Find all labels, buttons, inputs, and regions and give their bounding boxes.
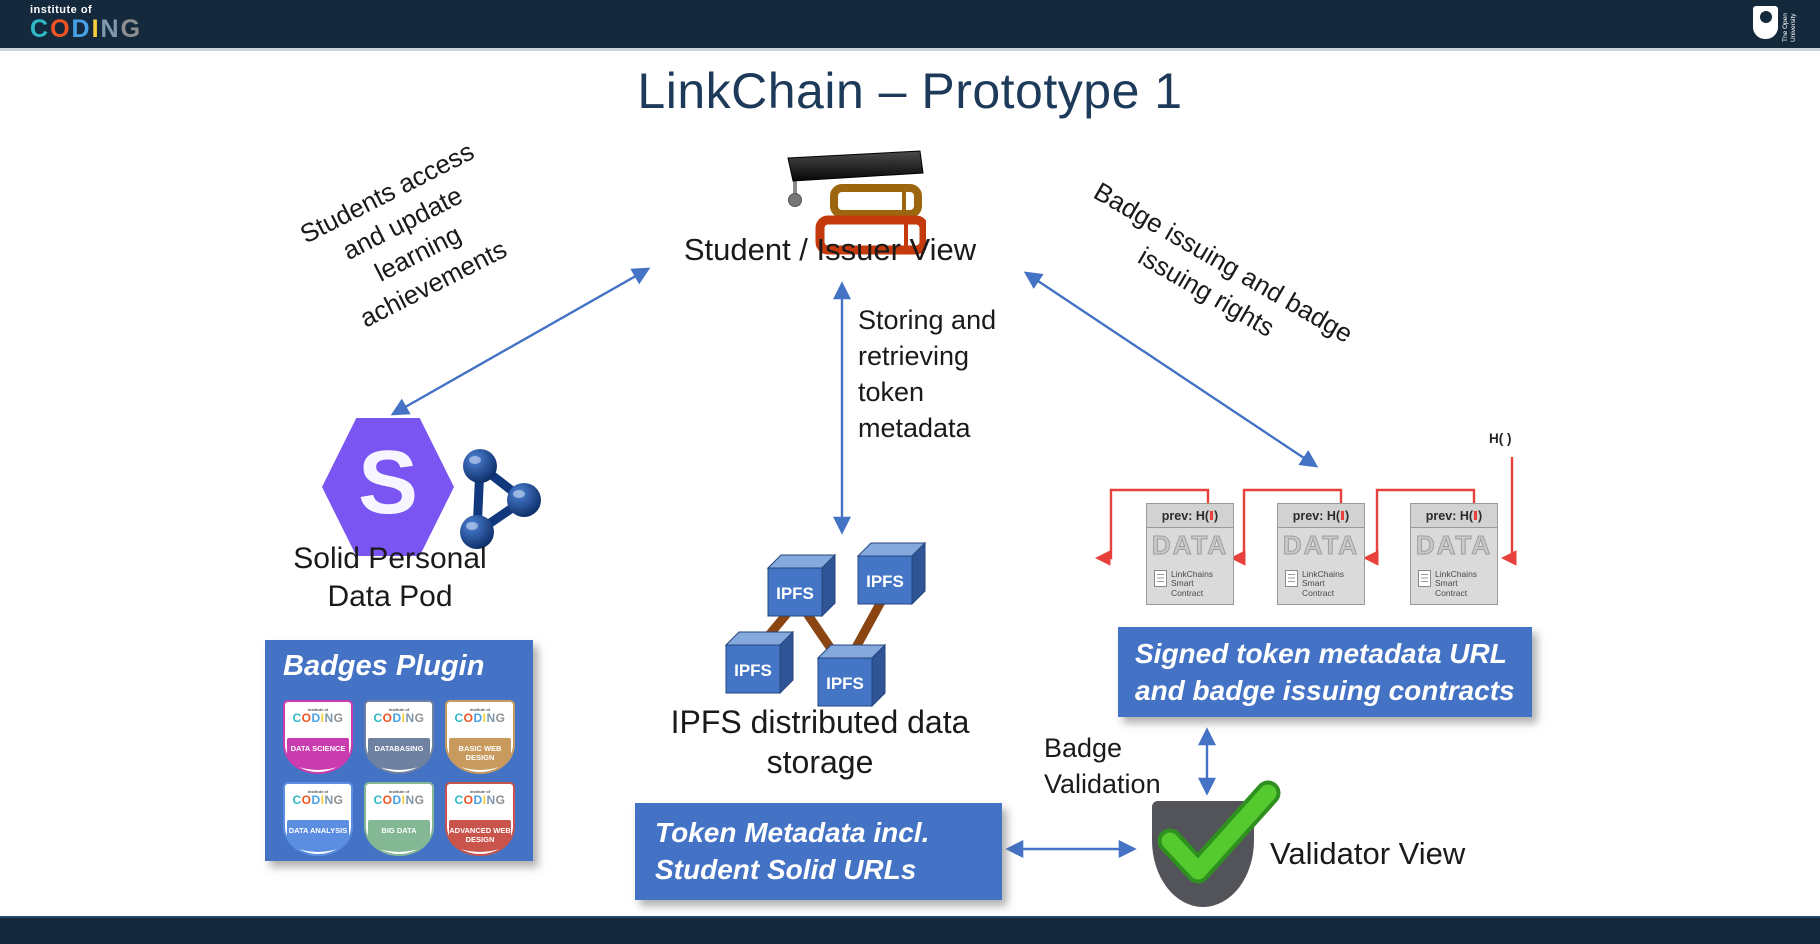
- chain-hash-arrow: [1500, 457, 1517, 566]
- badge-coding-logo: CODING: [373, 711, 425, 725]
- badge-data-science: institute of CODING DATA SCIENCE: [283, 700, 353, 774]
- label-storing-retrieving: Storing and retrieving token metadata: [858, 305, 997, 443]
- token-metadata-box: Token Metadata incl. Student Solid URLs: [635, 803, 1002, 900]
- chain-block: prev: H() DATA LinkChains Smart Contract: [1410, 503, 1498, 605]
- ipfs-cube: IPFS: [856, 541, 927, 606]
- label-students-access: Students access and update learning achi…: [295, 135, 512, 334]
- svg-text:IPFS: IPFS: [866, 572, 904, 591]
- badge-coding-logo: CODING: [454, 793, 506, 807]
- chain-block: prev: H() DATA LinkChains Smart Contract: [1146, 503, 1234, 605]
- page-title: LinkChain – Prototype 1: [637, 63, 1183, 119]
- badge-coding-logo: CODING: [292, 793, 344, 807]
- contract-label: LinkChains Smart Contract: [1302, 568, 1345, 599]
- hash-dot-icon: [1474, 511, 1478, 520]
- contract-label: LinkChains Smart Contract: [1171, 568, 1214, 599]
- signed-contracts-box: Signed token metadata URL and badge issu…: [1118, 627, 1532, 717]
- block-prev-hash: prev: H(): [1411, 504, 1497, 528]
- rdf-graph-icon: [460, 449, 541, 549]
- smart-contract: LinkChains Smart Contract: [1285, 568, 1345, 599]
- badge-coding-logo: CODING: [292, 711, 344, 725]
- badges-plugin-title: Badges Plugin: [283, 650, 485, 682]
- badge-data-analysis: institute of CODING DATA ANALYSIS: [283, 782, 353, 856]
- ioc-small-text: institute of: [30, 4, 93, 16]
- contract-label: LinkChains Smart Contract: [1435, 568, 1478, 599]
- student-issuer-view-label: Student / Issuer View: [683, 232, 977, 267]
- ipfs-cube: IPFS: [816, 643, 887, 708]
- validator-shield-icon: [1152, 780, 1281, 907]
- badge-coding-logo: CODING: [373, 793, 425, 807]
- ou-circle-icon: [1759, 11, 1772, 23]
- solid-s-letter: S: [357, 432, 419, 533]
- chain-hash-label: H( ): [1489, 431, 1512, 446]
- svg-text:IPFS: IPFS: [776, 584, 814, 603]
- ipfs-network: IPFS IPFS IPFS IPFS: [724, 541, 927, 708]
- block-data-label: DATA: [1282, 530, 1360, 561]
- graduation-cap-books-icon: [787, 150, 926, 255]
- solid-logo-icon: S: [322, 418, 454, 556]
- validator-view-label: Validator View: [1270, 836, 1466, 871]
- badge-databasing: institute of CODING DATABASING: [364, 700, 434, 774]
- top-navy-bar: institute of CODING The Open University: [0, 0, 1820, 51]
- badge-advanced-web-design: institute of CODING ADVANCED WEB DESIGN: [445, 782, 515, 856]
- badge-big-data: institute of CODING BIG DATA: [364, 782, 434, 856]
- open-university-logo: The Open University: [1753, 6, 1798, 42]
- block-prev-hash: prev: H(): [1278, 504, 1364, 528]
- ipfs-cube: IPFS: [766, 553, 837, 618]
- label-badge-validation: Badge Validation: [1044, 733, 1161, 799]
- solid-pod-label: Solid Personal Data Pod: [293, 542, 487, 613]
- contract-doc-icon: [1285, 569, 1298, 587]
- svg-text:IPFS: IPFS: [826, 674, 864, 693]
- block-data-label: DATA: [1151, 530, 1229, 561]
- hash-dot-icon: [1341, 511, 1345, 520]
- block-prev-hash: prev: H(): [1147, 504, 1233, 528]
- ou-name-text: The Open University: [1782, 13, 1797, 42]
- smart-contract: LinkChains Smart Contract: [1154, 568, 1214, 599]
- label-badge-issuing: Badge issuing and badge issuing rights: [1088, 175, 1359, 349]
- contract-doc-icon: [1418, 569, 1431, 587]
- ipfs-cube: IPFS: [724, 630, 795, 695]
- contract-doc-icon: [1154, 569, 1167, 587]
- svg-text:IPFS: IPFS: [734, 661, 772, 680]
- ou-shield-icon: [1753, 6, 1778, 39]
- institute-of-coding-logo: institute of CODING: [30, 5, 142, 42]
- check-icon: [1157, 780, 1281, 884]
- smart-contract: LinkChains Smart Contract: [1418, 568, 1478, 599]
- badges-plugin-panel: Badges Plugin institute of CODING DATA S…: [265, 640, 533, 861]
- bottom-navy-bar: [0, 916, 1820, 944]
- chain-block: prev: H() DATA LinkChains Smart Contract: [1277, 503, 1365, 605]
- badge-basic-web-design: institute of CODING BASIC WEB DESIGN: [445, 700, 515, 774]
- block-data-label: DATA: [1415, 530, 1493, 561]
- ioc-coding-wordmark: CODING: [30, 15, 143, 43]
- badge-coding-logo: CODING: [454, 711, 506, 725]
- hash-dot-icon: [1210, 511, 1214, 520]
- ipfs-storage-label: IPFS distributed data storage: [670, 704, 970, 780]
